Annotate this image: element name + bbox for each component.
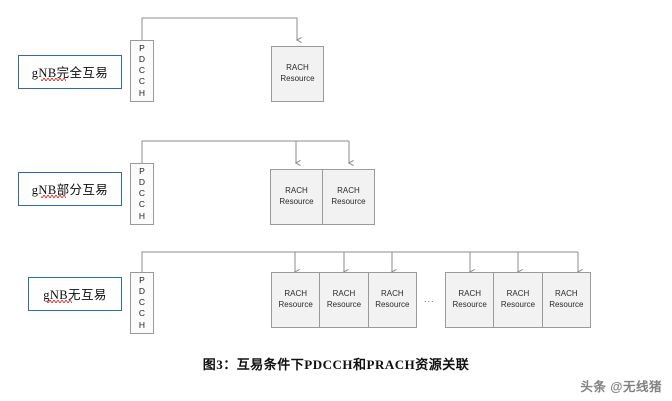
rach-cell-line2: Resource [278,300,313,309]
gnb-label-partial-reciprocity[interactable]: gNB部分互易 [18,172,122,206]
pdcch-letter: C [138,199,146,210]
rach-resource-cell[interactable]: RACH Resource [272,273,321,327]
figure-caption: 图3：互易条件下PDCCH和PRACH资源关联 [202,357,470,372]
rach-resource-cell[interactable]: RACH Resource [494,273,543,327]
pdcch-letter: H [138,319,146,330]
rach-cell-line2: Resource [280,74,315,83]
pdcch-letter: H [138,87,146,98]
rach-resource-cell[interactable]: RACH Resource [323,170,374,224]
gnb-label-full-reciprocity[interactable]: gNB完全互易 [18,55,122,89]
pdcch-letter: D [138,286,146,297]
pdcch-letter: P [139,43,145,53]
spellcheck-underline-icon [47,300,72,303]
pdcch-letter: C [138,297,146,308]
rach-resource-cell[interactable]: RACH Resource [542,273,590,327]
rach-cell-line2: Resource [549,300,584,309]
spellcheck-underline-icon [41,195,66,198]
pdcch-letter: P [139,275,145,285]
rach-cell-line1: RACH [286,63,309,73]
rach-cell-line1: RACH [506,289,530,299]
connector-row3-trunk [141,251,578,272]
rach-resource-cell[interactable]: RACH Resource [446,273,495,327]
rach-cell-line2: Resource [279,197,314,206]
rach-cluster-separator-ellipsis: ... [424,294,435,304]
rach-cell-line1: RACH [458,289,481,299]
pdcch-letter: H [138,210,146,221]
rach-cell-line2: Resource [452,300,487,309]
rach-cell-line1: RACH [337,186,360,196]
rach-group-row1[interactable]: RACH Resource [271,46,324,102]
rach-cell-line2: Resource [331,197,366,206]
rach-group-row3-cluster1[interactable]: RACH Resource RACH Resource RACH Resourc… [271,272,417,328]
pdcch-letter: P [139,166,145,176]
gnb-label-no-reciprocity[interactable]: gNB无互易 [28,277,122,311]
rach-cell-line2: Resource [326,300,362,309]
pdcch-letter: C [138,188,146,199]
rach-cell-line1: RACH [284,289,307,299]
rach-cell-line1: RACH [554,289,578,299]
pdcch-letter: D [138,177,146,188]
rach-cell-line1: RACH [285,186,308,196]
gnb-label-text-partial: gNB部分互易 [31,183,109,197]
rach-cell-line1: RACH [380,289,404,299]
pdcch-letter: D [138,54,146,65]
rach-resource-cell[interactable]: RACH Resource [272,47,323,101]
pdcch-box-row1[interactable]: P D C C H [130,40,154,102]
rach-resource-cell[interactable]: RACH Resource [271,170,323,224]
connector-row1-branch [141,17,297,40]
rach-group-row3-cluster2[interactable]: RACH Resource RACH Resource RACH Resourc… [445,272,591,328]
gnb-label-text-none: gNB无互易 [43,288,107,302]
gnb-label-text-full: gNB完全互易 [31,66,109,80]
rach-cell-line2: Resource [500,300,536,309]
rach-cell-line1: RACH [332,289,356,299]
rach-group-row2[interactable]: RACH Resource RACH Resource [270,169,375,225]
pdcch-letter: C [138,76,146,87]
rach-cell-line2: Resource [375,300,410,309]
pdcch-letter: C [138,65,146,76]
rach-resource-cell[interactable]: RACH Resource [320,273,369,327]
watermark: 头条 @无线猪 [580,380,662,394]
pdcch-box-row3[interactable]: P D C C H [130,272,154,334]
connector-row2-trunk [141,140,349,163]
rach-resource-cell[interactable]: RACH Resource [368,273,416,327]
pdcch-box-row2[interactable]: P D C C H [130,163,154,225]
pdcch-letter: C [138,308,146,319]
spellcheck-underline-icon [41,78,66,81]
